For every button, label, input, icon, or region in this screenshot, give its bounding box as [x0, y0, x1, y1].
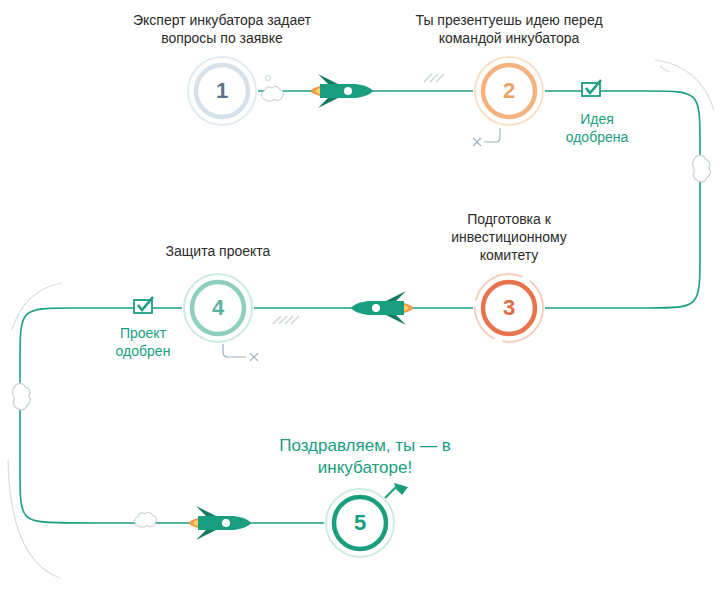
step-circle: 3Подготовка к инвестиционному комитету [473, 272, 545, 344]
rocket [311, 74, 373, 108]
smoke-dot [266, 76, 271, 81]
step-heading: Подготовка к инвестиционному комитету [439, 210, 579, 264]
speed-lines [273, 74, 444, 324]
step-heading: Ты презентуешь идею перед командой инкуб… [404, 11, 614, 47]
edge-label: Идея одобрена [560, 110, 634, 146]
orbit-arc [8, 60, 714, 578]
smoke-puff [262, 86, 284, 101]
step-heading: Защита проекта [138, 242, 298, 260]
step-circle: 4Защита проекта [182, 272, 254, 344]
edge-label: Проект одобрен [102, 324, 184, 360]
flag [385, 483, 408, 498]
step-number: 2 [473, 55, 545, 127]
step-circle: 5Поздравляем, ты — в инкубаторе! [324, 487, 396, 559]
rocket [351, 291, 413, 325]
step-number: 5 [324, 487, 396, 559]
smoke-puff [13, 383, 31, 410]
path-connector [20, 308, 324, 523]
step-circle: 1Эксперт инкубатора задает вопросы по за… [186, 55, 258, 127]
step-number: 3 [473, 272, 545, 344]
check-icon [134, 297, 153, 313]
rocket [189, 506, 251, 540]
smoke-puff [693, 155, 711, 182]
check-icon [582, 80, 601, 96]
step-number: 4 [182, 272, 254, 344]
step-number: 1 [186, 55, 258, 127]
step-circle: 2Ты презентуешь идею перед командой инку… [473, 55, 545, 127]
path-connector [545, 91, 700, 308]
smoke-puff [135, 512, 157, 527]
step-heading: Поздравляем, ты — в инкубаторе! [240, 435, 490, 479]
step-heading: Эксперт инкубатора задает вопросы по зая… [117, 11, 327, 47]
